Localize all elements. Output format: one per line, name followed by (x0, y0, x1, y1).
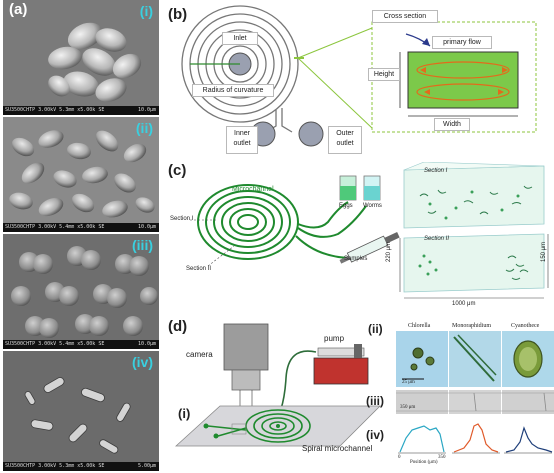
sub-iv-label: (iv) (366, 428, 384, 442)
sub-i-label: (i) (178, 406, 191, 421)
sem-scale: 10.0μm (137, 107, 156, 113)
sem-info: SU3500CHTP 3.00kV 5.3mm x5.00k SE (5, 463, 105, 469)
panel-c-label: (c) (168, 162, 187, 179)
inner-outlet-text: Inner outlet (233, 130, 251, 147)
sem-cells-i (3, 0, 159, 115)
setup-illustration (174, 323, 381, 447)
sem-cells-iv (3, 351, 159, 471)
species-monoraphidium: Monoraphidium (452, 323, 491, 329)
sem-info-bar: SU3500CHTP 3.00kV 5.4mm x5.00k SE 10.0μm (3, 223, 159, 232)
eggs-label: Eggs (339, 203, 353, 209)
samples-label: Samples (344, 256, 368, 262)
inner-outlet-label: Inner outlet (226, 126, 258, 154)
channel-image-row (396, 390, 554, 414)
section-ii-label: Section II (186, 266, 212, 272)
section-ii-box-label: Section II (424, 236, 450, 242)
camera-label: camera (186, 350, 213, 359)
spiral-device-illustration (190, 162, 549, 299)
inlet-label: Inlet (222, 32, 258, 45)
width-label: Width (434, 118, 470, 131)
sem-label-iv: (iv) (132, 354, 153, 370)
height-label: Height (368, 68, 400, 81)
axis-zero-label: 0 (398, 455, 401, 460)
outer-outlet-text: Outer outlet (336, 130, 354, 147)
spiral-label: Spiral microchannel (302, 444, 373, 453)
dim-1000-label: 1000 μm (452, 301, 476, 307)
sub-ii-label: (ii) (368, 322, 383, 336)
sem-image-ii: (ii) SU3500CHTP 3.00kV 5.4mm x5.00k SE 10… (3, 117, 159, 232)
sem-label-ii: (ii) (135, 120, 153, 136)
sub-iii-label: (iii) (366, 394, 384, 408)
species-cyanothece: Cyanothece (511, 323, 540, 329)
dim-220-label: 220 μm (386, 241, 392, 262)
sem-image-iv: (iv) SU3500CHTP 3.00kV 5.3mm x5.00k SE 5.… (3, 351, 159, 471)
spiral-schematic (181, 5, 537, 147)
sem-cells-iii (3, 234, 159, 349)
sem-label-i: (i) (139, 3, 153, 19)
sem-scale: 5.00μm (137, 463, 156, 469)
panel-a-label: (a) (9, 1, 28, 18)
axis-max-label: 350 (438, 455, 446, 460)
sem-info-bar: SU3500CHTP 3.00kV 5.4mm x5.00k SE 10.0μm (3, 340, 159, 349)
sem-info: SU3500CHTP 3.00kV 5.4mm x5.00k SE (5, 224, 105, 230)
sem-image-i: (a) (i) SU3500CHTP 3.00kV 5.3mm x5.00k S… (3, 0, 159, 115)
pump-label: pump (324, 334, 345, 343)
species-chlorella: Chlorella (408, 323, 431, 329)
sem-info-bar: SU3500CHTP 3.00kV 5.3mm x5.00k SE 5.00μm (3, 462, 159, 471)
outer-outlet-label: Outer outlet (328, 126, 362, 154)
sem-scale: 10.0μm (137, 341, 156, 347)
scale-ii-label: 25 μm (402, 380, 415, 385)
dim-150-label: 150 μm (541, 241, 547, 262)
axis-label: Position (μm) (410, 460, 438, 465)
panel-d-label: (d) (168, 318, 188, 335)
panel-b-label: (b) (168, 6, 188, 23)
sem-info: SU3500CHTP 3.00kV 5.4mm x5.00k SE (5, 341, 105, 347)
section-i-label: Section I (170, 216, 194, 222)
sem-label-iii: (iii) (132, 237, 153, 253)
sem-cells-ii (3, 117, 159, 232)
cross-section-label: Cross section (372, 10, 438, 23)
profile-row (396, 418, 553, 456)
scale-iii-label: 350 μm (400, 405, 416, 410)
sem-info-bar: SU3500CHTP 3.00kV 5.3mm x5.00k SE 10.0μm (3, 106, 159, 115)
sem-scale: 10.0μm (137, 224, 156, 230)
primary-flow-label: primary flow (432, 36, 492, 49)
radius-label: Radius of curvature (192, 84, 274, 97)
worms-label: Worms (363, 203, 382, 209)
sem-info: SU3500CHTP 3.00kV 5.3mm x5.00k SE (5, 107, 105, 113)
micrograph-row (396, 331, 554, 387)
microchannel-label: Microchannel (232, 186, 274, 193)
section-i-box-label: Section I (424, 168, 448, 174)
sem-image-iii: (iii) SU3500CHTP 3.00kV 5.4mm x5.00k SE 1… (3, 234, 159, 349)
